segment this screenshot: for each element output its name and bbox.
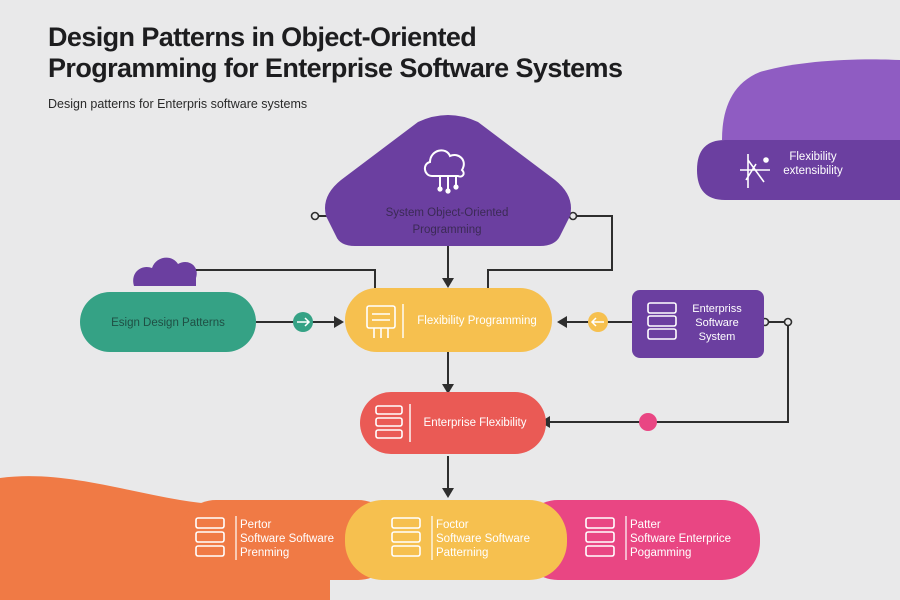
- bottom-card-1-line-2: Software Software: [240, 533, 334, 545]
- bottom-card-2-line-1: Foctor: [436, 519, 469, 531]
- green-badge: [293, 312, 313, 332]
- node-center-label: Flexibility Programming: [417, 315, 537, 327]
- node-left-shape: [80, 292, 256, 352]
- arrow-left-center: [557, 316, 567, 328]
- bottom-card-yellow: [345, 500, 567, 580]
- bottom-card-1-line-3: Prenming: [240, 547, 290, 559]
- cloud-icon: [424, 149, 465, 194]
- node-flexibility-line-2: extensibility: [783, 165, 843, 177]
- bottom-card-2-line-3: Patterning: [436, 547, 489, 559]
- node-right-line-2: Software: [695, 317, 739, 329]
- node-left-label: Esign Design Patterns: [111, 317, 225, 329]
- page-title: Design Patterns in Object-Oriented Progr…: [48, 22, 623, 84]
- node-top-label: System Object-Oriented Programming: [372, 206, 522, 237]
- bottom-card-2-line-2: Software Software: [436, 533, 530, 545]
- node-middle-label: Enterprise Flexibility: [423, 417, 527, 429]
- bottom-card-3-label: Patter Software Enterprice Pogamming: [630, 518, 754, 560]
- arrow-down-top: [442, 278, 454, 288]
- node-top-line-1: System Object-Oriented: [385, 207, 509, 219]
- bottom-card-3-line-3: Pogamming: [630, 547, 692, 559]
- arrowheads: [334, 278, 567, 498]
- purple-cloud-decor: [133, 257, 197, 286]
- node-right-line-1: Enterpriss: [692, 303, 742, 315]
- node-right-shape: [632, 290, 764, 358]
- connector-top-right: [487, 215, 613, 288]
- bottom-card-3-line-2: Software Enterprice: [630, 533, 731, 545]
- bottom-card-1-label: Pertor Software Software Prenming: [240, 518, 354, 560]
- network-icon: [740, 154, 770, 188]
- bottom-card-orange: [178, 500, 396, 580]
- node-right-line-3: System: [698, 331, 736, 343]
- yellow-badge: [588, 312, 608, 332]
- node-flexibility-label: Flexibility extensibility: [778, 150, 848, 178]
- connector-dot: [568, 211, 578, 221]
- connector-dot: [310, 211, 320, 221]
- arrow-right-center: [334, 316, 344, 328]
- connector-lines: [196, 215, 789, 490]
- bottom-card-2-label: Foctor Software Software Patterning: [436, 518, 556, 560]
- node-right-label: Enterpriss Software System: [682, 302, 752, 344]
- database-icon: [585, 517, 615, 557]
- database-icon: [391, 517, 421, 557]
- connector-purple-cloud: [196, 269, 376, 288]
- database-icon: [375, 405, 403, 439]
- bottom-card-1-line-1: Pertor: [240, 519, 272, 531]
- bottom-card-3-line-1: Patter: [630, 519, 661, 531]
- node-flexibility-line-1: Flexibility: [789, 151, 837, 163]
- arrow-down-bottom: [442, 488, 454, 498]
- title-line-2: Programming for Enterprise Software Syst…: [48, 53, 623, 83]
- connector-dot: [783, 317, 793, 327]
- database-icon: [647, 302, 677, 340]
- node-center-shape: [345, 288, 552, 352]
- node-top-line-2: Programming: [412, 224, 482, 236]
- node-middle-shape: [360, 392, 546, 454]
- bg-purple-blob: [722, 59, 900, 141]
- title-line-1: Design Patterns in Object-Oriented: [48, 22, 477, 52]
- pink-badge: [639, 413, 657, 431]
- server-icon: [366, 305, 396, 338]
- database-icon: [195, 517, 225, 557]
- bottom-card-pink: [520, 500, 760, 580]
- page-subtitle: Design patterns for Enterpris software s…: [48, 97, 308, 111]
- connector-right-loop: [656, 322, 789, 423]
- arrow-down-middle: [442, 384, 454, 394]
